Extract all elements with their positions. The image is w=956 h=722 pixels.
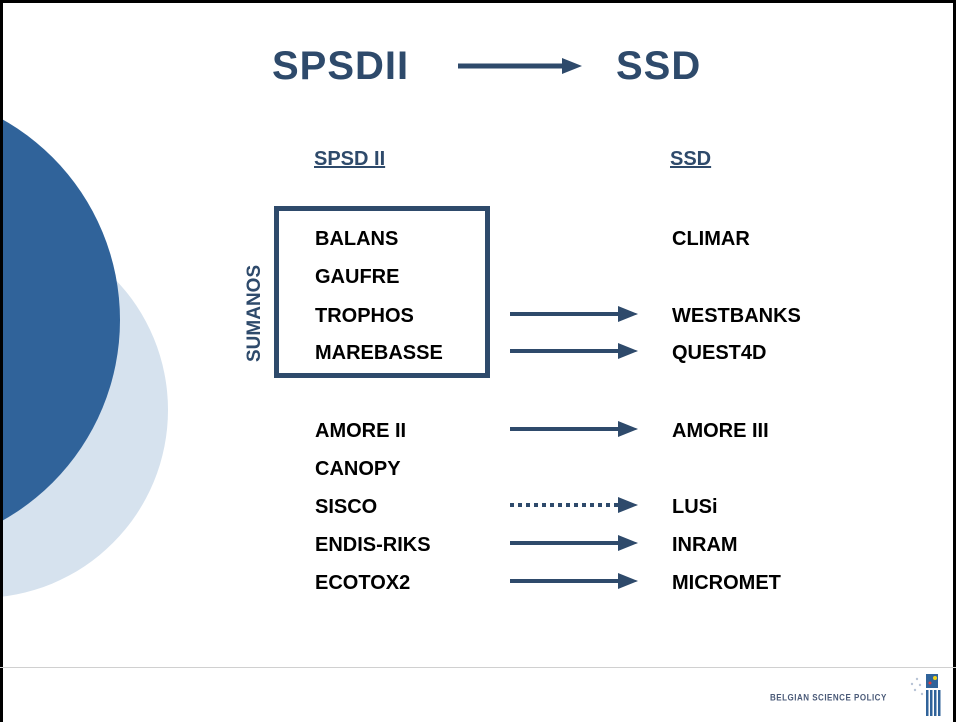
footer-divider xyxy=(0,667,956,668)
right-item-amore-iii: AMORE III xyxy=(672,420,769,442)
left-item-amore-ii: AMORE II xyxy=(315,420,407,442)
left-column-header: SPSD II xyxy=(314,148,386,170)
right-item-inram: INRAM xyxy=(672,534,738,556)
arrow-trophos-westbanks xyxy=(510,306,638,322)
arrow-marebasse-quest4d xyxy=(510,343,638,359)
frame-top-border xyxy=(0,0,956,3)
arrow-sisco-lusi-dotted xyxy=(510,497,638,513)
right-item-quest4d: QUEST4D xyxy=(672,342,767,364)
left-item-balans: BALANS xyxy=(315,228,399,250)
left-item-gaufre: GAUFRE xyxy=(315,266,400,288)
left-item-canopy: CANOPY xyxy=(315,458,401,480)
right-column-header: SSD xyxy=(670,148,712,170)
sumanos-group-box xyxy=(274,206,490,378)
arrow-ecotox2-micromet xyxy=(510,573,638,589)
frame-right-border xyxy=(953,0,956,722)
title-left: SPSDII xyxy=(272,44,410,88)
arrow-amore-ii-amore-iii xyxy=(510,421,638,437)
left-item-ecotox2: ECOTOX2 xyxy=(315,572,411,594)
right-item-climar: CLIMAR xyxy=(672,228,750,250)
left-item-marebasse: MAREBASSE xyxy=(315,342,443,364)
right-item-westbanks: WESTBANKS xyxy=(672,305,801,327)
frame-left-border xyxy=(0,0,3,722)
dark-circle xyxy=(0,118,120,522)
arrow-endis-riks-inram xyxy=(510,535,638,551)
left-item-sisco: SISCO xyxy=(315,496,378,518)
left-item-endis-riks: ENDIS-RIKS xyxy=(315,534,431,556)
left-item-trophos: TROPHOS xyxy=(315,305,414,327)
title-arrow xyxy=(458,58,582,74)
right-item-lusi: LUSi xyxy=(672,496,718,518)
footer-text: BELGIAN SCIENCE POLICY xyxy=(770,692,887,703)
right-item-micromet: MICROMET xyxy=(672,572,781,594)
title-right: SSD xyxy=(616,44,702,88)
belspo-logo-icon xyxy=(910,674,941,716)
